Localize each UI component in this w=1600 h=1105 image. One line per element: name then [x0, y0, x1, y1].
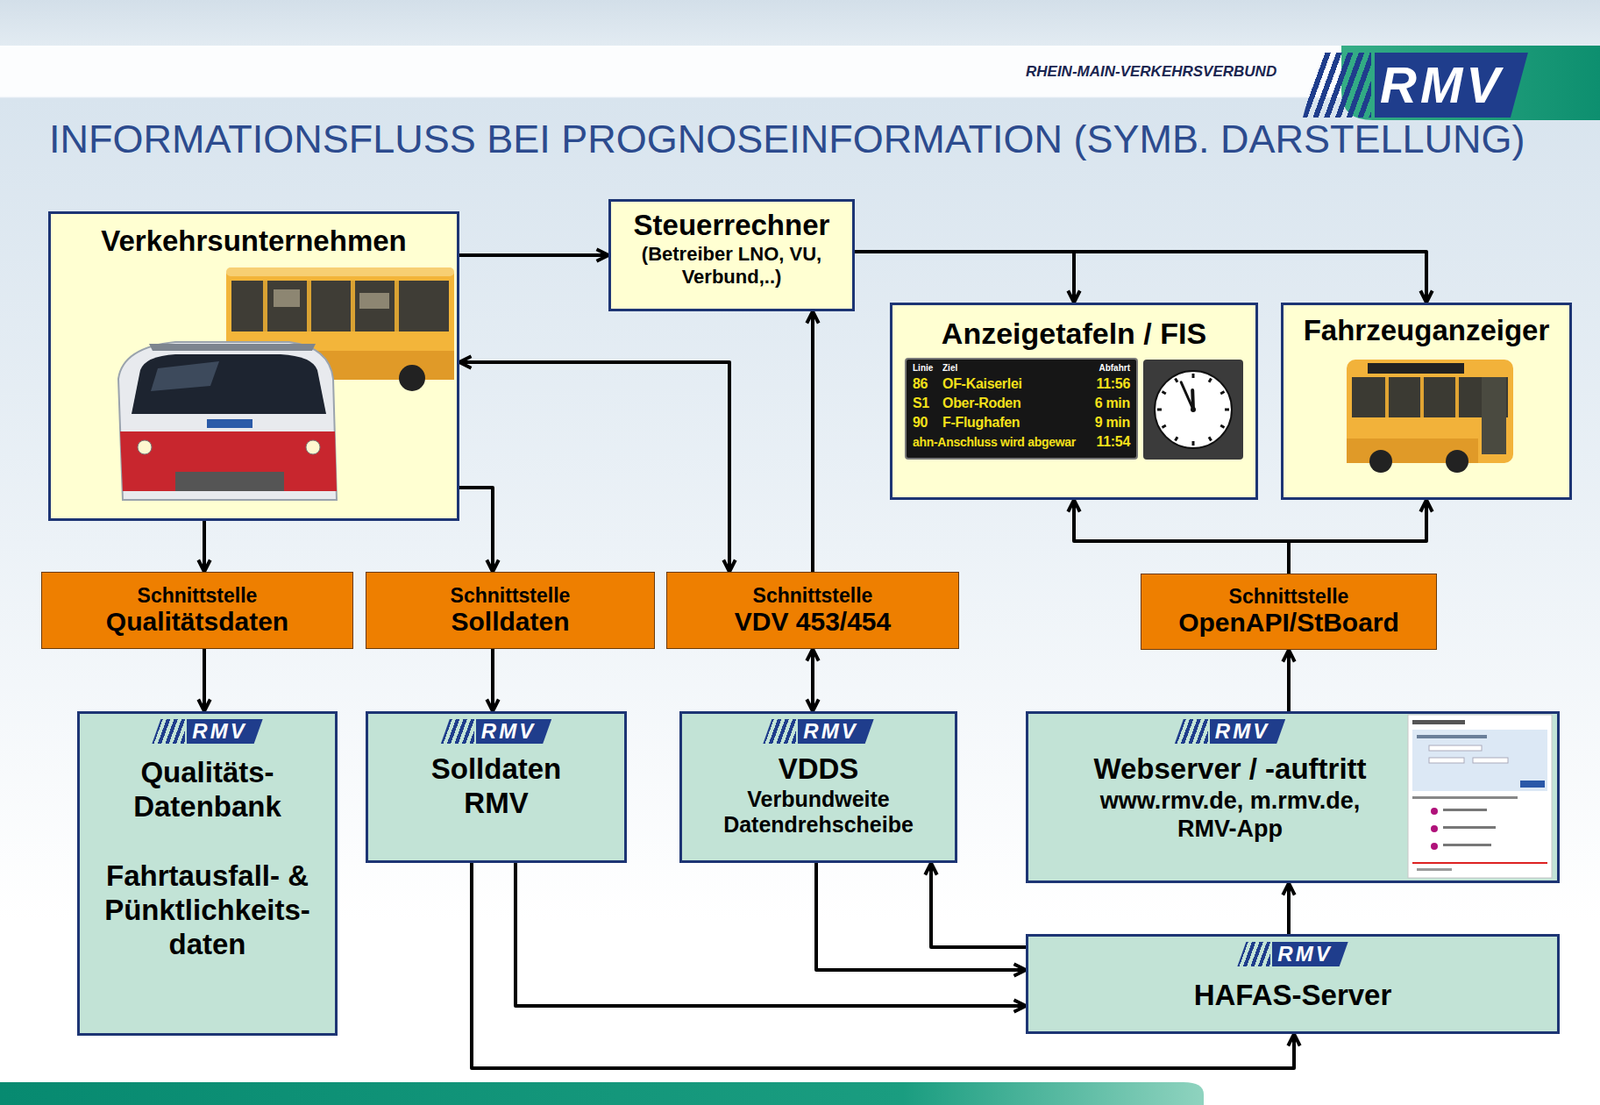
flow-arrow	[810, 311, 815, 572]
page-title: INFORMATIONSFLUSS BEI PROGNOSEINFORMATIO…	[49, 119, 1526, 159]
logo-text: RMV	[1174, 718, 1286, 744]
bus-picture	[1346, 359, 1514, 473]
display-cell: Abfahrt	[1095, 362, 1131, 375]
flow-arrow	[459, 253, 609, 257]
display-cell: Linie	[912, 362, 939, 375]
display-cell: ahn-Anschluss wird abgewar	[912, 432, 1092, 452]
flow-arrow	[459, 487, 493, 572]
node-subtext: Qualitäts- Datenbank	[93, 755, 322, 825]
flow-arrow	[1287, 649, 1291, 712]
node-heading: Verkehrsunternehmen	[100, 224, 406, 259]
node-subtext: Verbundweite Datendrehscheibe	[691, 786, 946, 839]
node-heading: Anzeigetafeln / FIS	[941, 315, 1207, 351]
display-cell: Ziel	[942, 362, 1092, 375]
display-cell: 6 min	[1095, 393, 1131, 413]
server-box: RMV HAFAS-Server	[1025, 933, 1560, 1034]
node-subtext: www.rmv.de, m.rmv.de, RMV-App	[1085, 786, 1375, 844]
node-subtext: Solldaten RMV	[408, 752, 584, 821]
display-cell: Ober-Roden	[942, 393, 1092, 413]
brand-logo: RMV	[1302, 52, 1529, 118]
node-subtext: VDDS	[778, 752, 860, 787]
departure-display: LinieZielAbfahrt 86OF-Kaiserlei11:56S1Obe…	[904, 357, 1138, 460]
footer-bar	[0, 1081, 1204, 1105]
display-cell: F-Flughafen	[942, 412, 1092, 433]
node-heading: Schnittstelle	[753, 583, 874, 607]
data-store-box: RMV Solldaten RMV	[365, 711, 627, 863]
logo-text: RMV	[1237, 941, 1348, 967]
display-cell: 11:56	[1095, 374, 1131, 394]
flow-arrow	[816, 862, 1026, 970]
interface-box: SchnittstelleQualitätsdaten	[41, 571, 354, 649]
display-cell: OF-Kaiserlei	[942, 374, 1092, 394]
vehicle-display-box: Fahrzeuganzeiger	[1280, 302, 1572, 500]
display-cell: 11:54	[1095, 432, 1131, 452]
node-subtext: VDV 453/454	[734, 606, 891, 638]
flow-arrow	[1287, 882, 1291, 934]
display-cell: 90	[912, 412, 939, 433]
flow-arrow	[515, 862, 1026, 1006]
logo-text: RMV	[151, 718, 263, 744]
node-heading: Steuerrechner	[633, 208, 831, 243]
bus-picture	[226, 267, 455, 392]
flow-arrow	[1288, 499, 1427, 574]
display-cell: 86	[912, 374, 939, 394]
flow-arrow	[1073, 499, 1289, 574]
node-subtext: Solldaten	[450, 606, 569, 638]
flow-arrow	[202, 520, 207, 572]
display-board-box: Anzeigetafeln / FISLinieZielAbfahrt 86OF-…	[889, 302, 1259, 500]
web-server-box: RMV Webserver / -auftrittwww.rmv.de, m.rm…	[1025, 711, 1560, 883]
flow-arrow	[459, 362, 730, 572]
control-computer-box: Steuerrechner(Betreiber LNO, VU, Verbund…	[608, 199, 855, 312]
logo-text: RMV	[762, 718, 874, 744]
node-heading: Schnittstelle	[450, 583, 571, 607]
company-box: Verkehrsunternehmen	[48, 211, 460, 521]
database-box: RMV Qualitäts- DatenbankFahrtausfall- & P…	[77, 711, 338, 1036]
node-subtext: Fahrtausfall- & Pünktlichkeits- daten	[93, 859, 322, 962]
interface-box: SchnittstelleOpenAPI/StBoard	[1140, 573, 1437, 650]
interface-box: SchnittstelleVDV 453/454	[666, 571, 960, 649]
clock-symbol	[1143, 359, 1244, 460]
website-screenshot	[1408, 714, 1552, 878]
display-cell: S1	[912, 393, 939, 413]
flow-arrow	[490, 648, 495, 712]
node-subtext: HAFAS-Server	[1194, 978, 1393, 1013]
node-heading: Fahrzeuganzeiger	[1303, 313, 1551, 349]
flow-arrow	[810, 648, 815, 712]
brand-name: RHEIN-MAIN-VERKEHRSVERBUND	[1025, 63, 1277, 81]
logo-text: RMV	[440, 718, 552, 744]
flow-arrow	[202, 648, 207, 712]
flow-arrow	[931, 862, 1026, 947]
data-hub-box: RMV VDDSVerbundweite Datendrehscheibe	[679, 711, 958, 863]
display-cell: 9 min	[1095, 412, 1131, 433]
node-subtext: (Betreiber LNO, VU, Verbund,..)	[624, 242, 840, 290]
node-subtext: Webserver / -auftritt	[1093, 752, 1366, 787]
flow-arrow	[854, 251, 1074, 303]
train-picture	[118, 341, 337, 500]
flow-arrow	[854, 251, 1427, 303]
node-subtext: Qualitätsdaten	[106, 606, 289, 638]
node-heading: Schnittstelle	[137, 583, 258, 607]
node-subtext: OpenAPI/StBoard	[1178, 607, 1400, 639]
interface-box: SchnittstelleSolldaten	[365, 571, 655, 649]
node-heading: Schnittstelle	[1229, 584, 1350, 608]
